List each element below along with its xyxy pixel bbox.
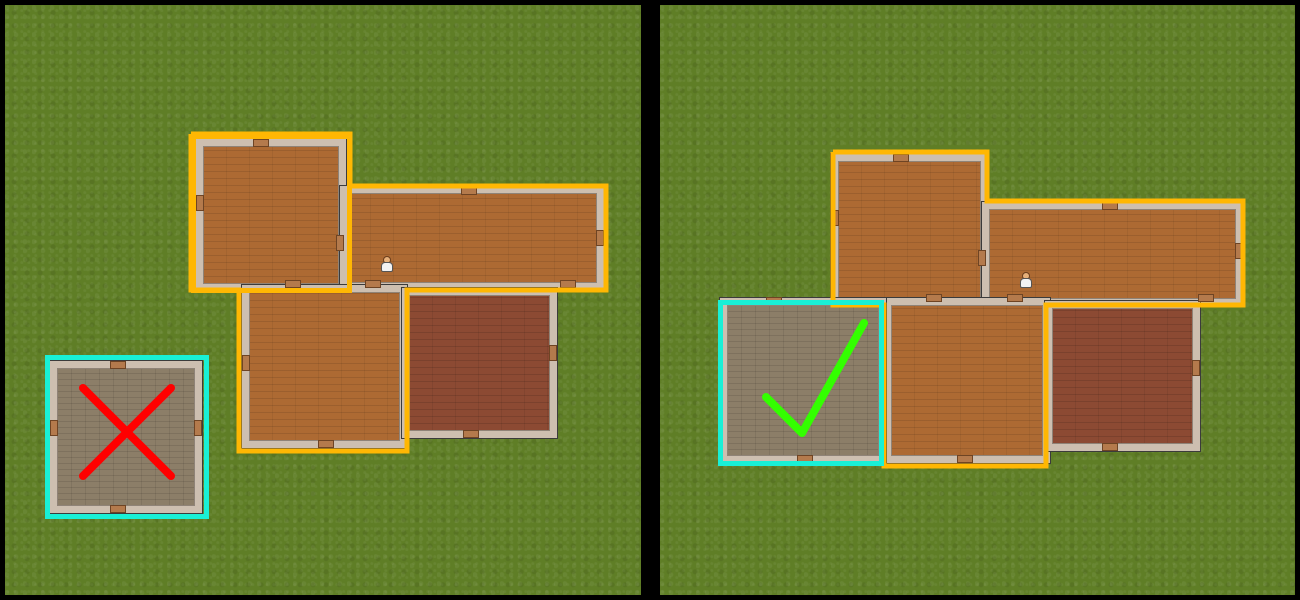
door [1192, 360, 1200, 376]
right-panel-map [660, 5, 1295, 595]
door [560, 280, 576, 288]
door [893, 154, 909, 162]
door [797, 455, 813, 463]
new-room-placed [720, 298, 886, 463]
door [285, 280, 301, 288]
door [1198, 294, 1214, 302]
room-top-right [340, 186, 604, 290]
room-bottom-right [1045, 301, 1200, 451]
door [318, 440, 334, 448]
room-bottom-right [402, 288, 557, 438]
colonist-sprite[interactable] [381, 257, 393, 271]
door [461, 187, 477, 195]
door [926, 294, 942, 302]
door [242, 355, 250, 371]
door [1102, 202, 1118, 210]
door [110, 361, 126, 369]
door [1102, 443, 1118, 451]
new-room-misplaced [50, 361, 202, 513]
door [1007, 294, 1023, 302]
door [596, 230, 604, 246]
colonist-sprite[interactable] [1020, 273, 1032, 287]
door [336, 235, 344, 251]
door [463, 430, 479, 438]
door [50, 420, 58, 436]
door [365, 280, 381, 288]
room-top-left [831, 154, 988, 306]
left-panel-map [5, 5, 641, 595]
door [194, 420, 202, 436]
room-bottom-left [884, 298, 1050, 463]
door [766, 297, 782, 305]
door [549, 345, 557, 361]
door [253, 139, 269, 147]
room-top-left [196, 139, 346, 291]
door [831, 210, 839, 226]
door [110, 505, 126, 513]
door [1235, 243, 1243, 259]
door [978, 250, 986, 266]
room-top-right [982, 202, 1243, 306]
door [957, 455, 973, 463]
room-bottom-left [242, 285, 407, 448]
door [196, 195, 204, 211]
